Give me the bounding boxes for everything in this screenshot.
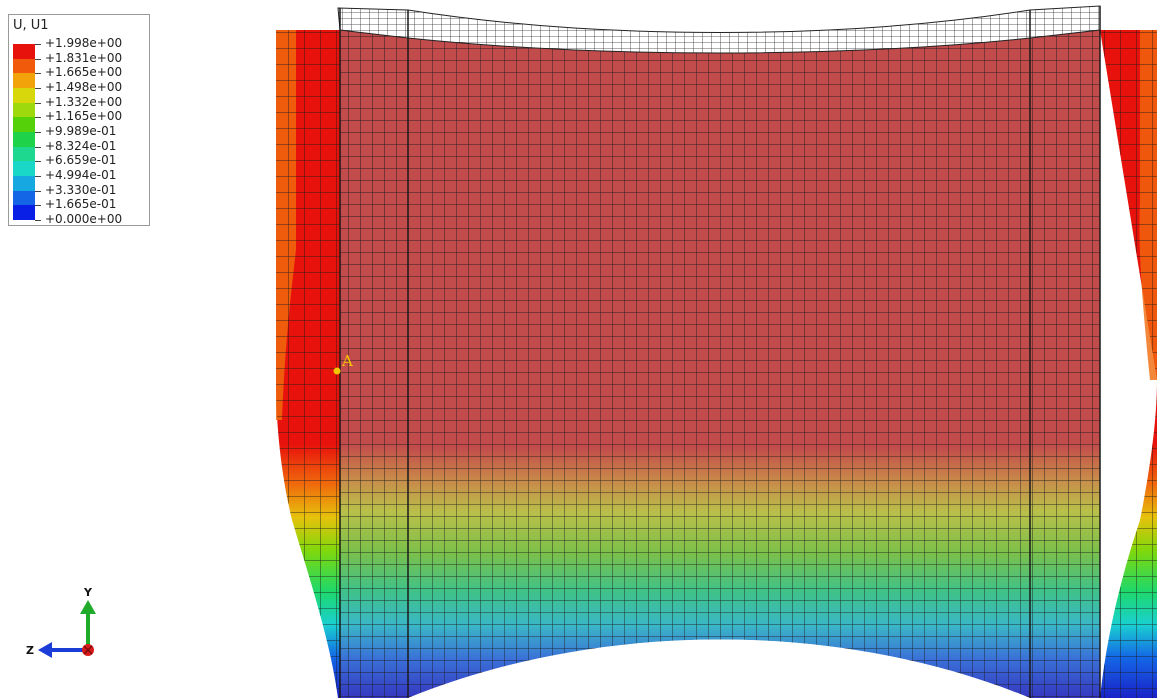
legend-swatch (13, 146, 35, 162)
orientation-triad: Y Z (26, 586, 96, 658)
legend-swatch (13, 88, 35, 104)
legend-swatch (13, 161, 35, 177)
legend-label: +8.324e-01 (45, 138, 117, 153)
legend-label: +1.831e+00 (45, 50, 123, 65)
legend-label: +1.998e+00 (45, 36, 123, 50)
legend-swatch (13, 58, 35, 74)
left-side-band (276, 30, 340, 698)
legend-tick (35, 190, 41, 192)
legend-label: +1.498e+00 (45, 80, 123, 94)
legend-label: +9.989e-01 (45, 124, 117, 138)
legend-swatch (13, 205, 35, 221)
legend-tick (35, 132, 41, 133)
legend-tick (35, 146, 41, 148)
bottom-arc (408, 639, 1030, 698)
legend-tick (35, 73, 41, 75)
legend-swatch (13, 73, 35, 89)
legend-tick (35, 220, 41, 221)
legend-label: +0.000e+00 (45, 212, 123, 226)
legend-tick (35, 117, 41, 119)
legend-label: +4.994e-01 (45, 168, 117, 182)
legend-tick (35, 88, 41, 89)
legend-tick (35, 102, 41, 104)
legend-label: +6.659e-01 (45, 153, 117, 168)
legend-tick (35, 58, 41, 60)
z-axis-label: Z (26, 644, 34, 657)
legend-swatch (13, 132, 35, 148)
legend-swatch (13, 117, 35, 133)
legend-label: +1.165e+00 (45, 109, 123, 124)
right-inner-column (1030, 30, 1100, 698)
y-axis-label: Y (83, 586, 93, 599)
right-side-band (1100, 30, 1157, 698)
legend-swatch (13, 176, 35, 192)
legend-tick (35, 44, 41, 45)
legend-swatch (13, 102, 35, 118)
legend-title: U, U1 (13, 18, 49, 33)
point-a-label: A (341, 352, 353, 370)
legend-swatch (13, 190, 35, 206)
point-a-marker[interactable] (333, 367, 341, 375)
legend-tick (35, 205, 41, 207)
main-panel (408, 38, 1030, 698)
legend-label: +1.332e+00 (45, 94, 123, 109)
legend-tick (35, 161, 41, 163)
legend-color-bar (13, 44, 35, 221)
legend-tick (35, 176, 41, 177)
legend-label: +1.665e+00 (45, 65, 123, 80)
legend-swatch (13, 44, 35, 60)
legend-label: +3.330e-01 (45, 182, 117, 197)
y-arrowhead-icon (80, 600, 96, 614)
left-inner-column (340, 30, 408, 698)
contour-legend: U, U1 +1.998e+00+1.831e+00+1.665e+00+1.4… (8, 14, 150, 226)
edge-outlines (339, 6, 1101, 698)
z-arrowhead-icon (38, 642, 52, 658)
legend-label: +1.665e-01 (45, 197, 117, 212)
